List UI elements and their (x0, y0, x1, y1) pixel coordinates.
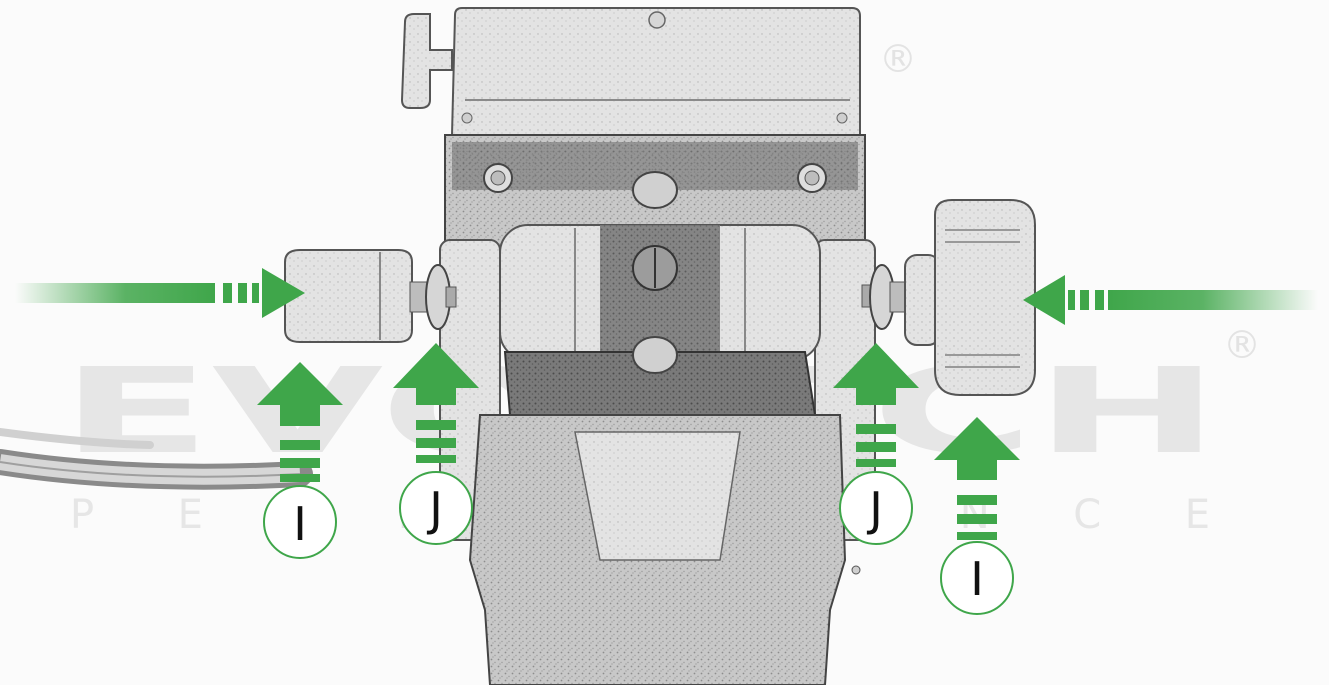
callout-badge (940, 541, 1014, 615)
callout-label: J (426, 482, 443, 536)
callout-label: I (970, 552, 984, 606)
arrow-left-horizontal (15, 268, 305, 318)
housing-top (450, 7, 861, 136)
cable (0, 428, 313, 490)
callout-j-left: J (393, 343, 479, 545)
callout-badge (263, 485, 337, 559)
left-bar-end (284, 249, 457, 343)
callout-badge (399, 471, 473, 545)
callout-label: I (293, 497, 307, 551)
arrow-right-horizontal (1023, 275, 1318, 325)
callout-label: J (866, 482, 883, 536)
callout-i-left: I (257, 362, 343, 559)
callout-j-right: J (833, 343, 919, 545)
right-bar-end (861, 199, 1036, 396)
registered-mark-1: ® (879, 37, 917, 81)
callout-badge (839, 471, 913, 545)
callout-i-right: I (934, 417, 1020, 615)
registered-mark-2: ® (1223, 323, 1261, 367)
bracket-assembly (400, 7, 876, 685)
